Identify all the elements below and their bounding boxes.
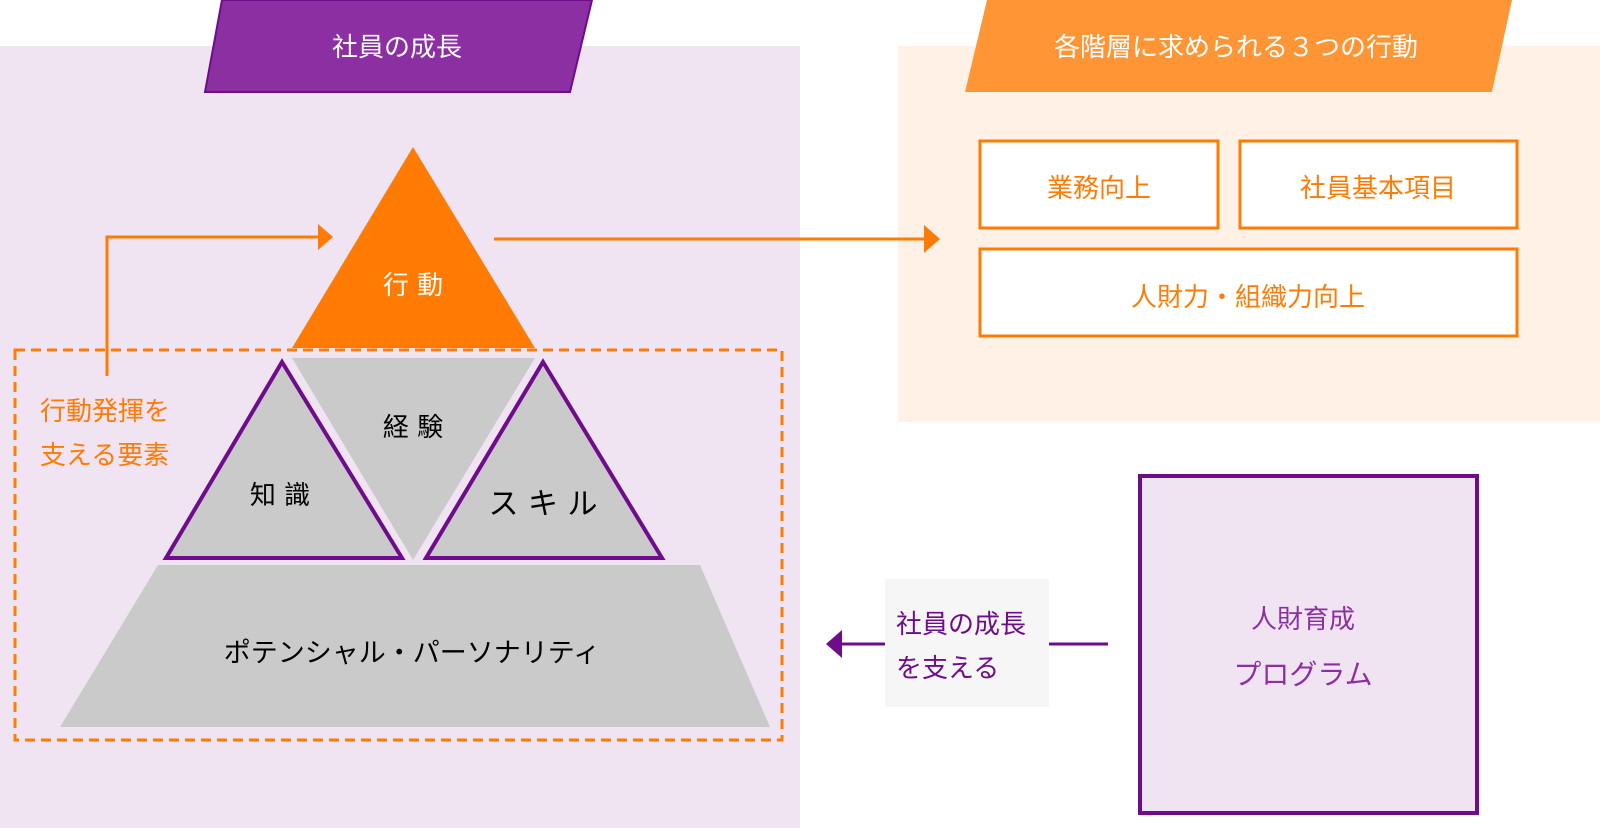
- box-gyomu-label: 業務向上: [1047, 174, 1151, 204]
- pyramid-left: [162, 358, 406, 560]
- program-box: [1138, 474, 1479, 815]
- right-header-title: 各階層に求められる３つの行動: [1054, 33, 1418, 63]
- left-header-title: 社員の成長: [332, 33, 462, 63]
- box-kihon: [1238, 139, 1519, 230]
- pyramid-center: [292, 358, 535, 560]
- pyramid-base-label: ポテンシャル・パーソナリティ: [224, 638, 600, 669]
- box-jinzai-label: 人財力・組織力向上: [1131, 283, 1365, 313]
- support-to-action-arrowhead: [318, 224, 333, 250]
- pyramid-right-label: ス キ ル: [488, 487, 597, 522]
- pyramid-center-label: 経 験: [383, 413, 443, 443]
- program-label-line1: 人財育成: [1251, 605, 1355, 635]
- program-to-pyramid-arrowhead: [826, 630, 842, 658]
- pyramid-right: [422, 358, 666, 560]
- program-label-line2: プログラム: [1233, 658, 1372, 691]
- box-gyomu: [978, 139, 1220, 230]
- right-header-tab: [965, 0, 1512, 92]
- pyramid-top: [292, 147, 535, 348]
- box-jinzai: [978, 247, 1519, 338]
- support-note-line2: を支える: [896, 654, 999, 684]
- right-panel-bg: [898, 46, 1600, 422]
- action-to-behaviors-arrowhead: [924, 225, 940, 253]
- pyramid-left-label: 知 識: [250, 481, 310, 511]
- support-note-line1: 社員の成長: [896, 610, 1026, 640]
- support-note-box: [885, 579, 1049, 707]
- pyramid-base: [60, 565, 770, 727]
- box-kihon-label: 社員基本項目: [1300, 174, 1456, 204]
- support-elements-boundary: [13, 348, 784, 742]
- pyramid-top-label: 行 動: [383, 271, 443, 301]
- support-to-action-arrow-line: [105, 235, 318, 376]
- left-header-tab: [203, 0, 594, 93]
- support-label-line1: 行動発揮を: [40, 397, 170, 427]
- support-label-line2: 支える要素: [40, 441, 169, 471]
